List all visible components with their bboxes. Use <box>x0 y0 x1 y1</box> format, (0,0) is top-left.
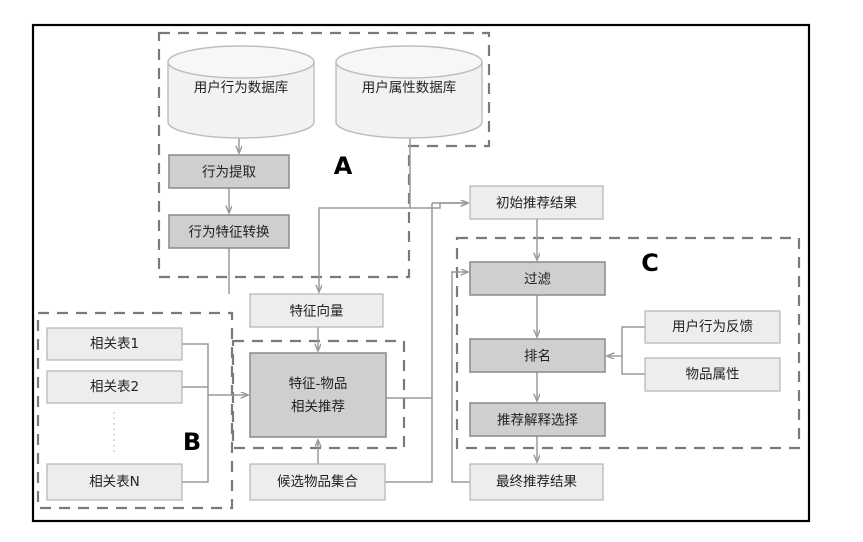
node-filter[interactable]: 过滤 <box>469 261 606 296</box>
group-letter-c: C <box>641 249 659 277</box>
edge-table1-bus <box>182 343 209 395</box>
node-ranking-label: 排名 <box>524 349 551 365</box>
group-a-boundary <box>157 31 491 279</box>
group-letter-a: A <box>334 152 353 180</box>
node-recommend-explain-select-label: 推荐解释选择 <box>497 413 578 429</box>
db-user-attribute-label: 用户属性数据库 <box>362 79 457 96</box>
node-item-attribute[interactable]: 物品属性 <box>644 357 781 392</box>
node-behavior-feature-transform[interactable]: 行为特征转换 <box>168 214 290 249</box>
edge-candidate-to-initial <box>385 203 433 483</box>
node-relation-table-1[interactable]: 相关表1 <box>46 327 183 361</box>
node-feature-item-recommend[interactable]: 特征-物品 相关推荐 <box>249 352 387 438</box>
node-relation-table-2[interactable]: 相关表2 <box>46 370 183 404</box>
db-user-attribute[interactable]: 用户属性数据库 <box>335 45 483 139</box>
node-filter-label: 过滤 <box>524 272 552 288</box>
node-feature-vector[interactable]: 特征向量 <box>249 293 384 328</box>
node-recommend-explain-select[interactable]: 推荐解释选择 <box>469 402 606 437</box>
group-c-boundary <box>455 236 801 450</box>
node-final-recommend-result[interactable]: 最终推荐结果 <box>469 463 604 501</box>
edge-db-attribute-to-featurevector <box>319 136 411 292</box>
edge-feedback-bus <box>621 326 645 356</box>
node-relation-table-n[interactable]: 相关表N <box>46 463 183 501</box>
node-feature-item-recommend-line2: 相关推荐 <box>291 399 345 415</box>
node-user-behavior-feedback-label: 用户行为反馈 <box>672 318 753 335</box>
center-recommend-boundary <box>231 339 406 450</box>
db-user-behavior[interactable]: 用户行为数据库 <box>167 45 315 139</box>
node-relation-table-2-label: 相关表2 <box>90 379 139 395</box>
outer-frame <box>31 23 811 523</box>
group-letter-b: B <box>183 428 201 456</box>
edge-final-feedback-to-filter <box>451 272 470 483</box>
node-relation-table-1-label: 相关表1 <box>90 336 139 352</box>
db-user-behavior-label: 用户行为数据库 <box>194 79 289 96</box>
node-initial-recommend-result[interactable]: 初始推荐结果 <box>469 185 604 220</box>
node-candidate-item-set-label: 候选物品集合 <box>277 474 358 490</box>
node-relation-table-n-label: 相关表N <box>89 474 140 490</box>
node-user-behavior-feedback[interactable]: 用户行为反馈 <box>644 310 781 344</box>
node-behavior-extract[interactable]: 行为提取 <box>168 154 290 189</box>
edge-tablen-bus <box>182 395 209 483</box>
node-ranking[interactable]: 排名 <box>469 338 606 373</box>
group-b-boundary <box>36 311 234 510</box>
node-feature-item-recommend-line1: 特征-物品 <box>289 376 348 392</box>
node-final-recommend-result-label: 最终推荐结果 <box>496 474 577 490</box>
node-initial-recommend-result-label: 初始推荐结果 <box>496 195 577 212</box>
node-feature-vector-label: 特征向量 <box>290 304 344 320</box>
node-behavior-extract-label: 行为提取 <box>202 165 256 181</box>
node-item-attribute-label: 物品属性 <box>686 367 740 383</box>
node-behavior-feature-transform-label: 行为特征转换 <box>189 225 270 241</box>
edge-attribute-bus <box>621 356 645 375</box>
node-candidate-item-set[interactable]: 候选物品集合 <box>249 463 386 501</box>
